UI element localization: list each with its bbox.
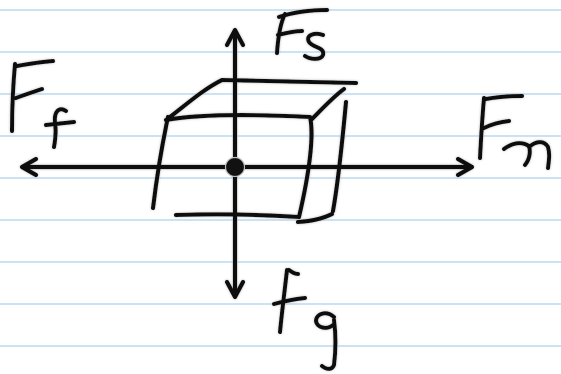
label-strokes [10, 59, 76, 149]
force-label-right [478, 94, 552, 170]
force-label-left [10, 59, 76, 149]
label-strokes [478, 94, 552, 170]
center-point-icon [224, 156, 246, 178]
label-strokes [272, 268, 338, 371]
notebook-lines [0, 9, 561, 347]
cube-outline [150, 77, 359, 225]
force-label-top [275, 8, 329, 61]
force-labels [10, 8, 552, 371]
force-label-bottom [272, 268, 338, 371]
arrow-head-icon [224, 279, 246, 300]
arrow-head-icon [19, 156, 39, 178]
label-strokes [275, 8, 329, 61]
free-body-sketch [19, 27, 475, 300]
arrow-head-icon [455, 156, 475, 178]
arrow-head-icon [224, 27, 246, 48]
